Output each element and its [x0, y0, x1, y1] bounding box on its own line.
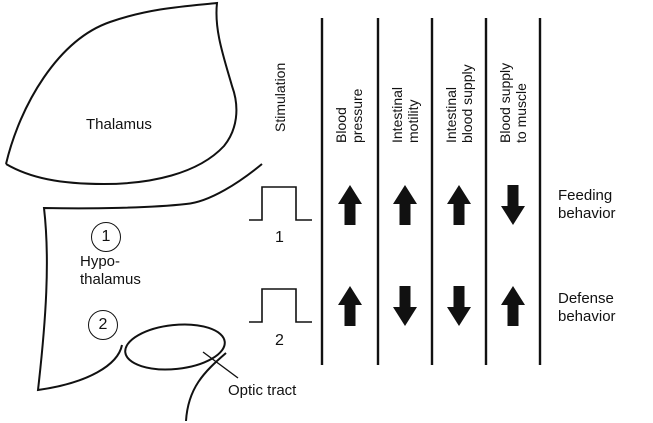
intestinal-blood-supply-arrow-up-row-1 — [447, 185, 471, 225]
intestinal-blood-supply-header-line1: Intestinal — [443, 86, 459, 143]
thalamus-label: Thalamus — [86, 116, 152, 133]
defense-behavior-label: Defense behavior — [558, 290, 616, 326]
thalamus-outline — [5, 1, 238, 186]
blood-pressure-header: Blood pressure — [333, 89, 365, 143]
brainstem-outline — [185, 352, 227, 422]
stimulation-label-1: 1 — [275, 229, 284, 246]
blood-pressure-arrow-up-row-2 — [338, 286, 362, 326]
muscle-blood-supply-arrow-down-row-1 — [501, 185, 525, 225]
muscle-blood-supply-header-line1: Blood supply — [497, 62, 513, 143]
defense-behavior-line2: behavior — [558, 308, 616, 325]
effect-arrows — [338, 185, 525, 326]
hypothalamus-outline — [36, 163, 263, 392]
muscle-blood-supply-arrow-up-row-2 — [501, 286, 525, 326]
defense-behavior-line1: Defense — [558, 290, 614, 307]
blood-pressure-arrow-up-row-1 — [338, 185, 362, 225]
hypothalamus-label-line2: thalamus — [80, 271, 141, 288]
optic-tract-label: Optic tract — [228, 382, 297, 399]
stimulation-pulse-1 — [249, 186, 312, 221]
site-2-marker: 2 — [88, 310, 118, 340]
blood-pressure-header-line2: pressure — [349, 88, 365, 143]
optic-tract-pointer — [202, 351, 239, 379]
intestinal-blood-supply-arrow-down-row-2 — [447, 286, 471, 326]
stimulation-pulse-2 — [249, 288, 312, 323]
intestinal-motility-arrow-down-row-2 — [393, 286, 417, 326]
hypothalamus-label-line1: Hypo- — [80, 253, 121, 270]
intestinal-blood-supply-header: Intestinal blood supply — [443, 64, 475, 143]
feeding-behavior-line2: behavior — [558, 205, 616, 222]
intestinal-motility-header-line2: motility — [405, 99, 421, 143]
stimulation-label-2: 2 — [275, 332, 284, 349]
muscle-blood-supply-header: Blood supply to muscle — [497, 63, 529, 143]
hypothalamus-label: Hypo- thalamus — [80, 253, 141, 289]
muscle-blood-supply-header-line2: to muscle — [513, 83, 529, 143]
feeding-behavior-line1: Feeding — [558, 187, 613, 204]
feeding-behavior-label: Feeding behavior — [558, 187, 616, 223]
blood-pressure-header-line1: Blood — [333, 107, 349, 143]
stimulation-header: Stimulation — [272, 62, 288, 132]
intestinal-motility-header: Intestinal motility — [389, 87, 421, 143]
optic-tract-outline — [124, 323, 226, 371]
intestinal-motility-arrow-up-row-1 — [393, 185, 417, 225]
intestinal-blood-supply-header-line2: blood supply — [459, 64, 475, 143]
site-1-marker: 1 — [91, 222, 121, 252]
intestinal-motility-header-line1: Intestinal — [389, 86, 405, 143]
